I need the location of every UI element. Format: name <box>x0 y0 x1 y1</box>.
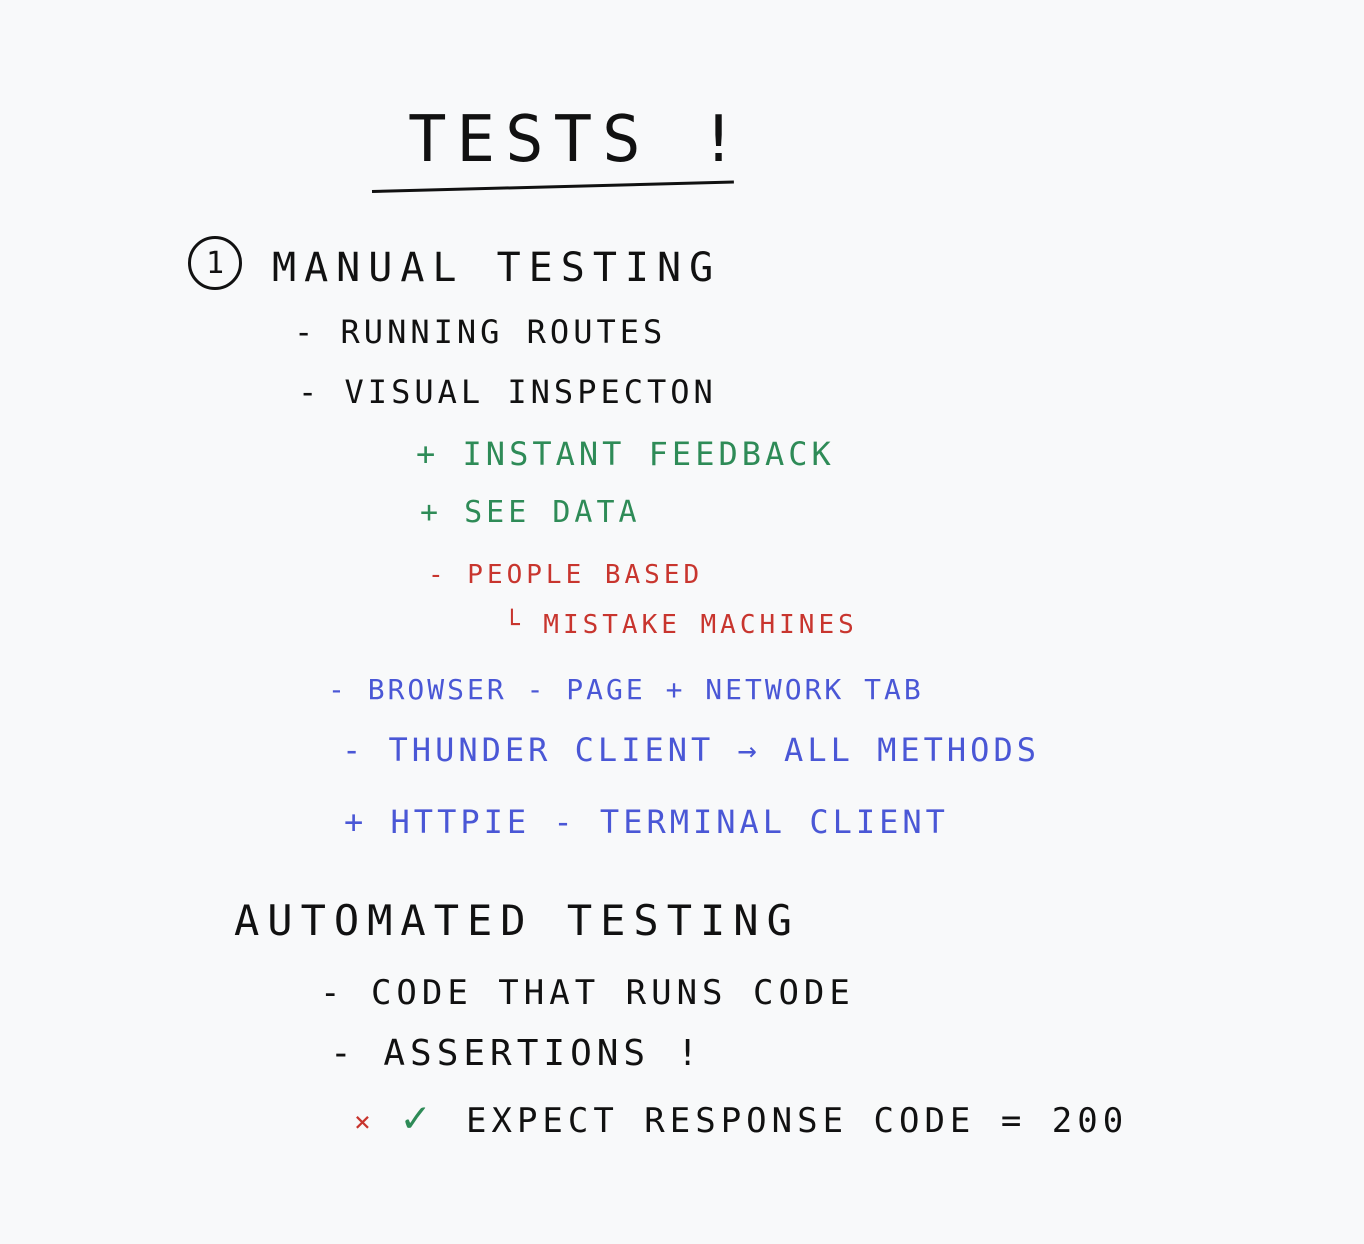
page-title: TESTS ! <box>408 103 748 177</box>
automated-item: - ASSERTIONS ! <box>330 1033 704 1074</box>
manual-item: - RUNNING ROUTES <box>294 313 667 351</box>
automated-item: - CODE THAT RUNS CODE <box>320 973 855 1013</box>
section1-heading: MANUAL TESTING <box>272 245 722 291</box>
section-number-badge: 1 <box>188 236 242 290</box>
title-underline <box>371 180 734 193</box>
con-item: - PEOPLE BASED <box>428 560 704 590</box>
pro-item: + SEE DATA <box>420 495 641 530</box>
assertion-text: EXPECT RESPONSE CODE = 200 <box>466 1101 1129 1141</box>
con-item: └ MISTAKE MACHINES <box>504 610 858 640</box>
cross-icon: × <box>354 1105 375 1138</box>
tool-item: - BROWSER - PAGE + NETWORK TAB <box>328 673 924 706</box>
pro-item: + INSTANT FEEDBACK <box>416 435 835 473</box>
tool-item: - THUNDER CLIENT → ALL METHODS <box>342 731 1040 769</box>
tool-item: + HTTPIE - TERMINAL CLIENT <box>344 803 949 841</box>
manual-item: - VISUAL INSPECTON <box>298 373 717 411</box>
section2-heading: AUTOMATED TESTING <box>234 896 800 945</box>
check-icon: ✓ <box>402 1092 433 1143</box>
